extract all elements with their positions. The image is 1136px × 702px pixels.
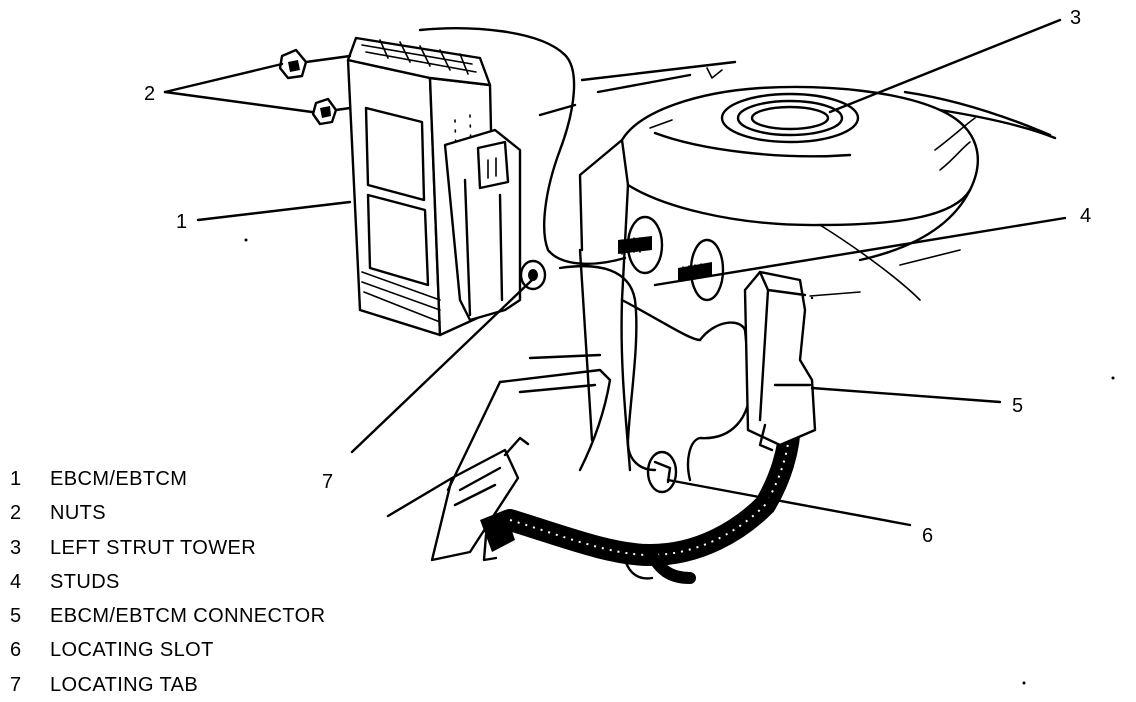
leader-5 [810, 386, 1002, 404]
callout-4: 4 [1080, 205, 1091, 227]
wire-harness [418, 27, 801, 584]
studs [618, 215, 725, 302]
legend-number: 1 [10, 468, 22, 490]
legend-number: 4 [10, 570, 22, 593]
harness-end-connector [430, 436, 530, 562]
callout-7: 7 [322, 471, 333, 493]
legend-item-locating-slot: 6 LOCATING SLOT [10, 633, 325, 667]
nuts [278, 48, 338, 126]
leader-7-ext [386, 476, 454, 518]
legend-label: LOCATING SLOT [50, 639, 214, 662]
scan-specks [244, 238, 1115, 685]
legend-label: EBCM/EBTCM CONNECTOR [50, 605, 326, 628]
callout-6: 6 [922, 525, 933, 547]
legend-label: LEFT STRUT TOWER [50, 536, 257, 559]
leader-7 [350, 278, 534, 454]
locating-slot [646, 450, 678, 494]
leader-2a [163, 62, 284, 94]
ebcm-connector [743, 270, 817, 452]
legend-number: 2 [10, 502, 22, 525]
leader-2-nut-a [304, 54, 352, 64]
legend-number: 3 [10, 536, 22, 559]
leader-3 [828, 18, 1062, 114]
legend-label: LOCATING TAB [50, 673, 199, 696]
leader-2b [163, 90, 314, 114]
legend-number: 6 [10, 639, 22, 662]
callout-5: 5 [1012, 395, 1023, 417]
legend-number: 7 [10, 673, 22, 696]
leader-6 [666, 478, 912, 527]
callout-3: 3 [1070, 7, 1081, 29]
locating-tab [519, 259, 547, 291]
legend-item-strut-tower: 3 LEFT STRUT TOWER [10, 531, 325, 565]
callout-numbers: 1 2 3 4 5 6 7 [144, 7, 1091, 547]
legend-label: EBCM/EBTCM [50, 468, 188, 490]
mounting-bracket-tray [446, 353, 612, 492]
legend: 1 EBCM/EBTCM 2 NUTS 3 LEFT STRUT TOWER 4… [10, 462, 325, 702]
legend-label: NUTS [50, 502, 107, 525]
callout-1: 1 [176, 211, 187, 233]
legend-item-connector: 5 EBCM/EBTCM CONNECTOR [10, 599, 325, 633]
leader-4 [653, 216, 1067, 287]
legend-label: STUDS [50, 570, 120, 593]
ebcm-module [346, 36, 522, 337]
legend-item-locating-tab: 7 LOCATING TAB [10, 668, 325, 702]
legend-item-studs: 4 STUDS [10, 565, 325, 599]
legend-item-nuts: 2 NUTS [10, 496, 325, 530]
leader-1 [196, 200, 352, 222]
callout-2: 2 [144, 83, 155, 105]
legend-item-ebcm: 1 EBCM/EBTCM [10, 462, 325, 496]
leader-2-nut-b [334, 106, 352, 112]
legend-number: 5 [10, 605, 22, 628]
leader-lines [163, 18, 1067, 527]
